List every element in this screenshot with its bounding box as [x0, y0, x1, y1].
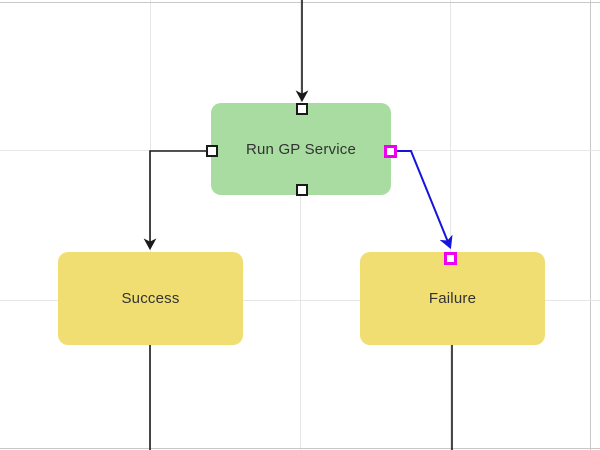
node-failure[interactable]: Failure [360, 252, 545, 345]
node-label-success: Success [121, 290, 180, 307]
node-label-run-gp-service: Run GP Service [245, 140, 357, 158]
edge-run-gp-service-to-failure[interactable] [397, 150, 453, 250]
node-run-gp-service[interactable]: Run GP Service [211, 103, 391, 195]
port-run-gp-service-bottom[interactable] [296, 184, 308, 196]
port-failure-top[interactable] [444, 252, 457, 265]
port-run-gp-service-left[interactable] [206, 145, 218, 157]
port-run-gp-service-right[interactable] [384, 145, 397, 158]
port-run-gp-service-top[interactable] [296, 103, 308, 115]
edge-run-gp-service-to-success[interactable] [143, 150, 207, 251]
node-label-failure: Failure [428, 290, 477, 307]
node-success[interactable]: Success [58, 252, 243, 345]
